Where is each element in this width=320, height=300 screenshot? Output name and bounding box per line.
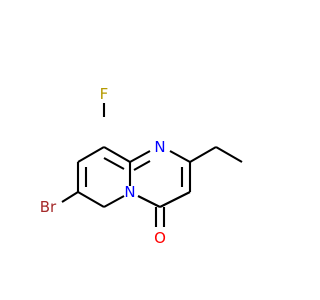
molecule-structure-diagram: F N N Br O [40, 85, 243, 247]
bond-c9a-n1-inner [133, 160, 151, 171]
bond-c7-c6 [77, 191, 105, 208]
bond-c9a-n1-double [129, 150, 151, 163]
fluorine-atom-label: F [100, 85, 109, 103]
bonds [61, 103, 243, 227]
atom-labels: F N N Br O [40, 85, 166, 247]
bond-c9a-c9 [103, 146, 131, 163]
nitrogen-atom-label-n5: N [124, 183, 135, 201]
bond-c6-n5 [103, 195, 125, 208]
bond-c7-br [61, 191, 79, 203]
bond-c4-n5 [137, 195, 161, 208]
bond-ch2-ch3 [215, 146, 243, 163]
bond-n1-c2 [169, 150, 191, 163]
oxygen-atom-label: O [154, 229, 166, 247]
bromine-atom-label: Br [40, 198, 57, 216]
bond-c2-ch2 [189, 146, 217, 163]
nitrogen-atom-label-n1: N [154, 138, 165, 156]
bond-c3-c4 [159, 191, 191, 208]
bond-c9a-c9-inner [103, 157, 125, 170]
bond-c9-c8b [77, 146, 105, 163]
